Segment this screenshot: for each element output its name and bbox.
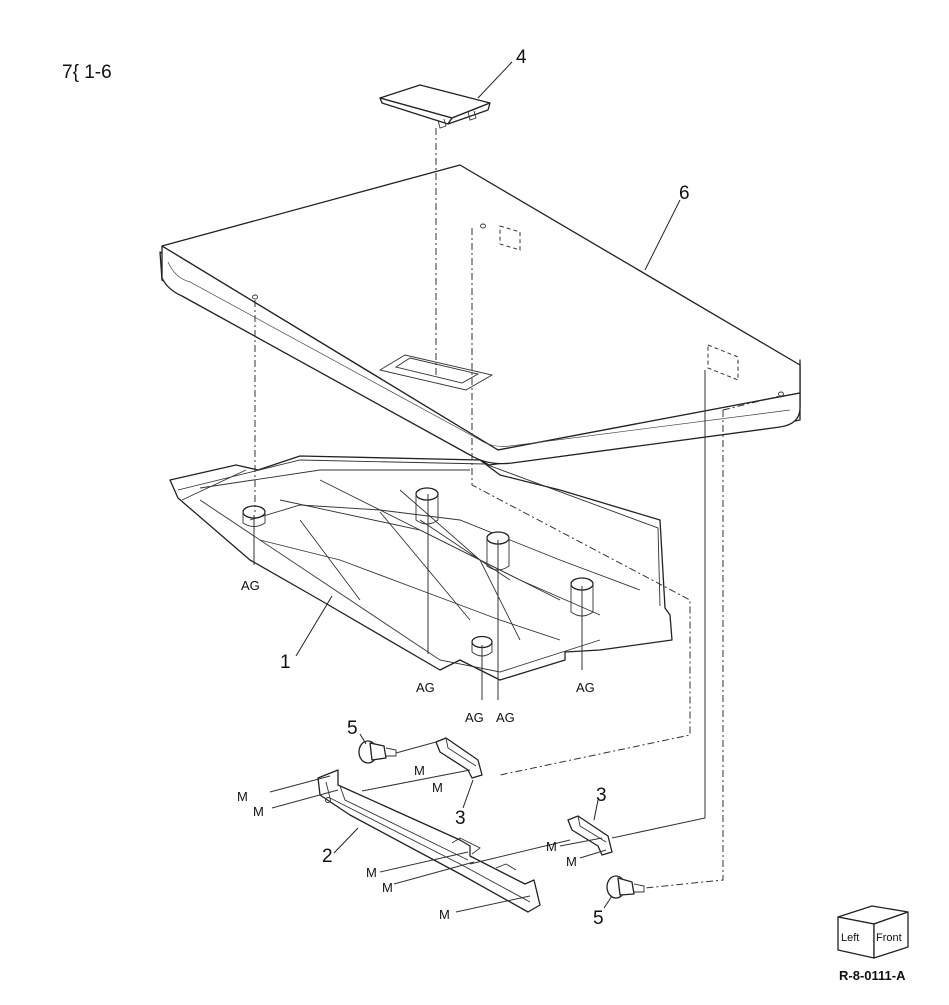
part-5-upper-screw[interactable] — [358, 740, 397, 764]
part-3-right-clip[interactable] — [567, 815, 613, 856]
part-2-bracket[interactable] — [317, 769, 541, 913]
code-m-lower: M — [439, 907, 450, 922]
part-1-base-tray[interactable] — [169, 455, 673, 681]
cube-front-label: Front — [876, 932, 902, 944]
callout-part-5-lower: 5 — [593, 908, 604, 929]
callout-part-6: 6 — [679, 183, 690, 204]
code-m-right-1: M — [546, 839, 557, 854]
orientation-cube-icon: Left Front — [837, 905, 909, 959]
leader-lines — [295, 61, 681, 909]
code-ag-right: AG — [576, 680, 595, 695]
code-m-mid-1: M — [366, 865, 377, 880]
part-3-upper-clip[interactable] — [435, 737, 483, 779]
code-ag-bottom-1: AG — [465, 710, 484, 725]
code-m-upper: M — [414, 763, 425, 778]
code-m-mid-2: M — [382, 880, 393, 895]
callout-part-3-right: 3 — [596, 785, 607, 806]
callout-part-2: 2 — [322, 846, 333, 867]
part-4-cover-plate[interactable] — [379, 84, 491, 129]
part-5-lower-screw[interactable] — [606, 875, 645, 899]
code-m-right-2: M — [566, 854, 577, 869]
callout-part-1: 1 — [280, 652, 291, 673]
callout-part-3-upper: 3 — [455, 808, 466, 829]
callout-part-5-upper: 5 — [347, 718, 358, 739]
assembly-lines — [253, 128, 781, 913]
part-6-top-cover[interactable] — [159, 164, 801, 466]
code-ag-bottom-2: AG — [496, 710, 515, 725]
callout-part-4: 4 — [516, 47, 527, 68]
code-ag-center: AG — [416, 680, 435, 695]
code-m-upper-2: M — [432, 780, 443, 795]
code-m-left-1: M — [237, 789, 248, 804]
figure-title: 7{ 1-6 — [62, 62, 112, 83]
code-ag-left: AG — [241, 578, 260, 593]
reference-code: R-8-0111-A — [839, 968, 906, 983]
cube-left-label: Left — [841, 932, 859, 944]
code-m-left-2: M — [253, 804, 264, 819]
